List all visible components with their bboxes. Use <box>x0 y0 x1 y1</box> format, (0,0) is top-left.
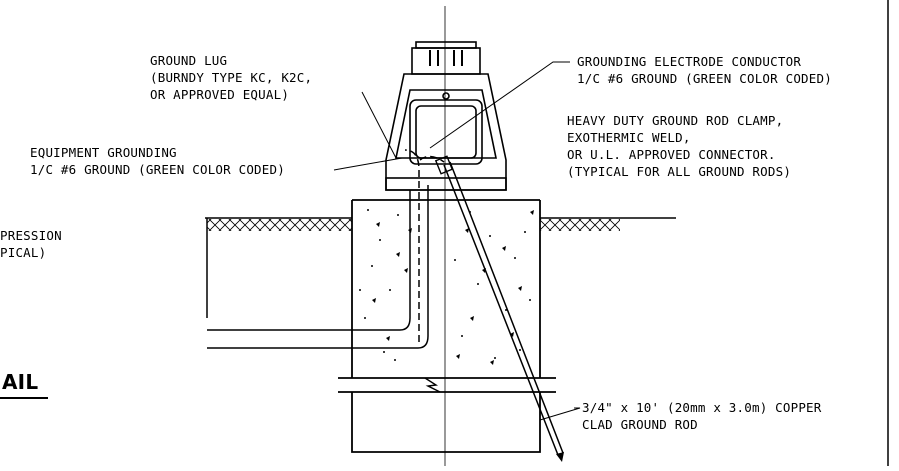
detail-title: AIL <box>0 370 48 399</box>
pullbox-pedestal <box>385 41 507 191</box>
label-line: GROUND LUG <box>150 53 227 68</box>
equipment-grounding-label: EQUIPMENT GROUNDING 1/C #6 GROUND (GREEN… <box>30 145 285 177</box>
label-line: 1/C #6 GROUND (GREEN COLOR CODED) <box>30 162 285 177</box>
rod-clamp-label: HEAVY DUTY GROUND ROD CLAMP, EXOTHERMIC … <box>567 113 791 179</box>
electrode-conductor-label: GROUNDING ELECTRODE CONDUCTOR 1/C #6 GRO… <box>577 54 832 86</box>
label-line: EQUIPMENT GROUNDING <box>30 145 177 160</box>
ground-lug-label: GROUND LUG (BURNDY TYPE KC, K2C, OR APPR… <box>150 53 312 102</box>
label-line: 1/C #6 GROUND (GREEN COLOR CODED) <box>577 71 832 86</box>
equipment-grounding-wire <box>404 149 445 342</box>
label-line: (TYPICAL FOR ALL GROUND RODS) <box>567 164 791 179</box>
label-line: 3/4" x 10' (20mm x 3.0m) COPPER <box>582 400 822 415</box>
ground-surface <box>205 217 676 318</box>
label-line: PICAL) <box>0 245 46 260</box>
label-line: EXOTHERMIC WELD, <box>567 130 691 145</box>
label-line: GROUNDING ELECTRODE CONDUCTOR <box>577 54 801 69</box>
label-line: PRESSION <box>0 228 62 243</box>
concrete-foundation <box>338 199 556 453</box>
label-line: CLAD GROUND ROD <box>582 417 698 432</box>
ground-rod-label: 3/4" x 10' (20mm x 3.0m) COPPER CLAD GRO… <box>582 400 822 432</box>
detail-title-text: AIL <box>2 370 38 394</box>
compression-label-partial: PRESSION PICAL) <box>0 228 62 260</box>
leader-lines <box>333 61 581 421</box>
ground-rod <box>434 155 564 462</box>
label-line: HEAVY DUTY GROUND ROD CLAMP, <box>567 113 783 128</box>
label-line: (BURNDY TYPE KC, K2C, <box>150 70 312 85</box>
conduit <box>207 185 429 349</box>
label-line: OR U.L. APPROVED CONNECTOR. <box>567 147 776 162</box>
concrete-stipple <box>359 209 534 365</box>
label-line: OR APPROVED EQUAL) <box>150 87 289 102</box>
